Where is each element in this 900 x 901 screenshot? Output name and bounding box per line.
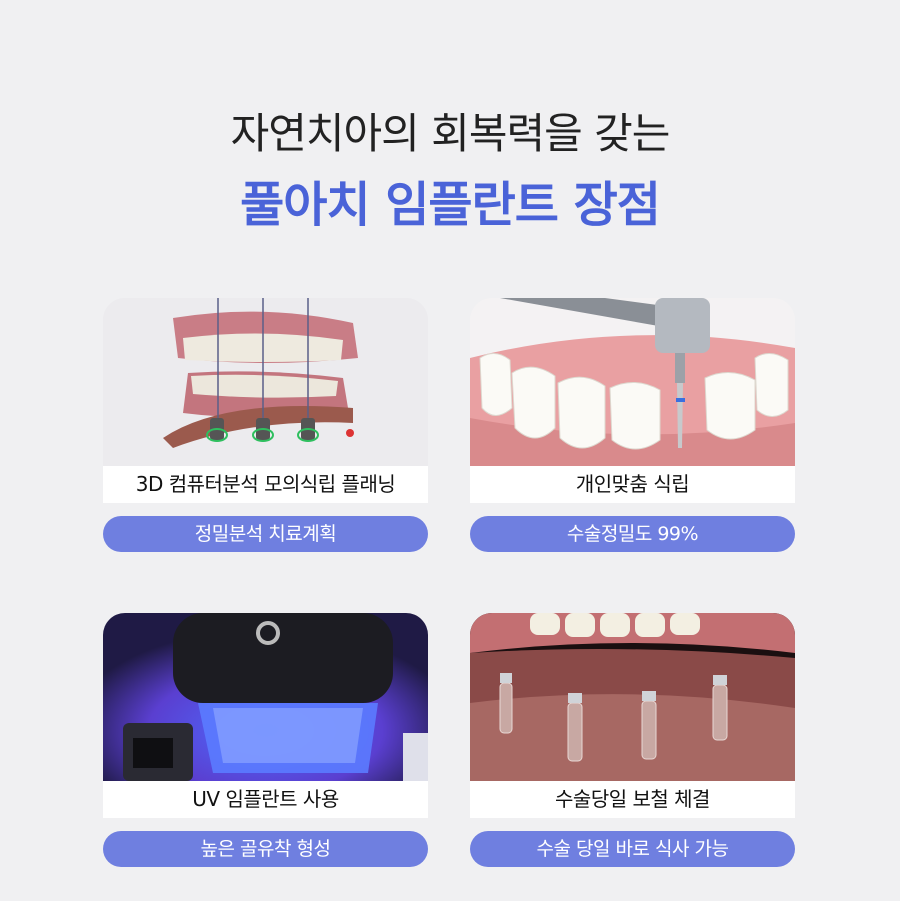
feature-card-custom-placement: 개인맞춤 식립 수술정밀도 99% — [470, 298, 795, 552]
card-caption: 3D 컴퓨터분석 모의식립 플래닝 — [103, 466, 428, 503]
card-caption: UV 임플란트 사용 — [103, 781, 428, 818]
drill-implant-image — [470, 298, 795, 466]
card-caption: 개인맞춤 식립 — [470, 466, 795, 503]
feature-card-same-day: 수술당일 보철 체결 수술 당일 바로 식사 가능 — [470, 613, 795, 867]
card-badge: 정밀분석 치료계획 — [103, 516, 428, 552]
feature-card-planning: 3D 컴퓨터분석 모의식립 플래닝 정밀분석 치료계획 — [103, 298, 428, 552]
card-caption: 수술당일 보철 체결 — [470, 781, 795, 818]
full-arch-implant-image — [470, 613, 795, 781]
card-badge: 수술정밀도 99% — [470, 516, 795, 552]
feature-card-uv-implant: UV 임플란트 사용 높은 골유착 형성 — [103, 613, 428, 867]
uv-device-image — [103, 613, 428, 781]
3d-dental-scan-image — [103, 298, 428, 466]
headline-line2: 풀아치 임플란트 장점 — [240, 177, 661, 233]
card-badge: 수술 당일 바로 식사 가능 — [470, 831, 795, 867]
headline-line1: 자연치아의 회복력을 갖는 — [230, 109, 671, 158]
card-badge: 높은 골유착 형성 — [103, 831, 428, 867]
